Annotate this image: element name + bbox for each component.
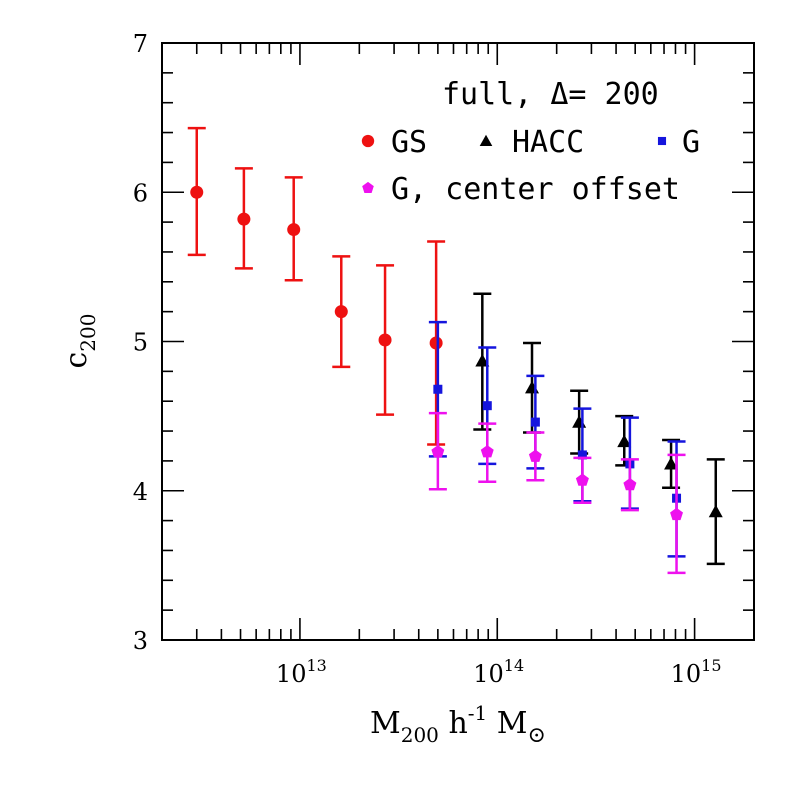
legend-marker: [657, 136, 667, 146]
data-point-g-center-offset: [670, 507, 683, 521]
y-tick-label: 5: [133, 329, 148, 357]
data-point-hacc: [617, 434, 632, 448]
data-point-gs: [287, 223, 301, 237]
data-point-hacc: [475, 353, 490, 367]
data-point-g-center-offset: [623, 478, 637, 491]
data-point-g: [530, 417, 540, 427]
data-point-g-center-offset: [528, 449, 542, 462]
x-tick-exponent: 13: [306, 656, 326, 675]
y-axis-title-subscript: 200: [76, 314, 100, 352]
data-point-g-center-offset: [431, 445, 445, 458]
x-axis-title-superscript: -1: [468, 701, 487, 725]
y-tick-label: 3: [133, 627, 148, 655]
data-point-g: [482, 401, 492, 411]
x-tick-base: 10: [276, 660, 307, 688]
legend-marker: [361, 134, 375, 148]
series-g: [428, 320, 686, 558]
legend-label: HACC: [512, 125, 584, 160]
x-axis-title-middle: h: [439, 706, 468, 741]
x-axis-title-subscript: 200: [401, 723, 439, 747]
x-axis-title-tail: M: [487, 706, 527, 741]
y-tick-label: 6: [133, 179, 148, 207]
x-axis-title-sun-symbol: ⊙: [528, 723, 546, 748]
data-point-hacc: [572, 415, 587, 428]
y-axis-title-base: c: [59, 352, 94, 369]
legend-label: GS: [391, 125, 427, 160]
x-tick-label: 1015: [671, 656, 722, 688]
data-point-gs: [334, 305, 348, 319]
data-point-hacc: [708, 504, 723, 518]
legend-marker: [479, 134, 493, 147]
x-tick-exponent: 15: [701, 656, 721, 675]
legend-label: G, center offset: [391, 172, 680, 207]
x-tick-label: 1013: [276, 656, 327, 688]
x-axis-title-base: M: [370, 706, 401, 741]
x-tick-base: 10: [671, 660, 702, 688]
legend-label: G: [682, 125, 700, 160]
data-point-gs: [429, 336, 443, 350]
ticks-layer: [161, 42, 755, 641]
data-point-g: [433, 384, 443, 394]
x-tick-exponent: 14: [504, 656, 524, 675]
data-point-hacc: [664, 456, 679, 470]
data-point-g-center-offset: [480, 445, 494, 458]
x-axis-title: M200 h-1 M⊙: [370, 701, 546, 748]
y-axis-title: c200: [59, 314, 100, 369]
plot-annotation: full, Δ= 200: [442, 77, 659, 112]
x-tick-base: 10: [473, 660, 504, 688]
data-point-g-center-offset: [575, 473, 589, 486]
data-point-hacc: [525, 380, 540, 394]
data-layer: [187, 126, 725, 575]
series-gs: [187, 126, 446, 446]
data-point-gs: [190, 185, 204, 199]
series-g-center-offset: [428, 411, 686, 575]
plot-frame: [161, 42, 755, 641]
x-tick-label: 1014: [473, 656, 524, 688]
y-tick-label: 7: [133, 30, 148, 58]
data-point-g: [577, 450, 587, 460]
data-point-gs: [378, 333, 392, 347]
frame-layer: [161, 42, 755, 641]
y-tick-label: 4: [133, 478, 148, 506]
legend-marker: [362, 181, 374, 193]
data-point-gs: [237, 212, 251, 226]
series-hacc: [473, 292, 725, 566]
